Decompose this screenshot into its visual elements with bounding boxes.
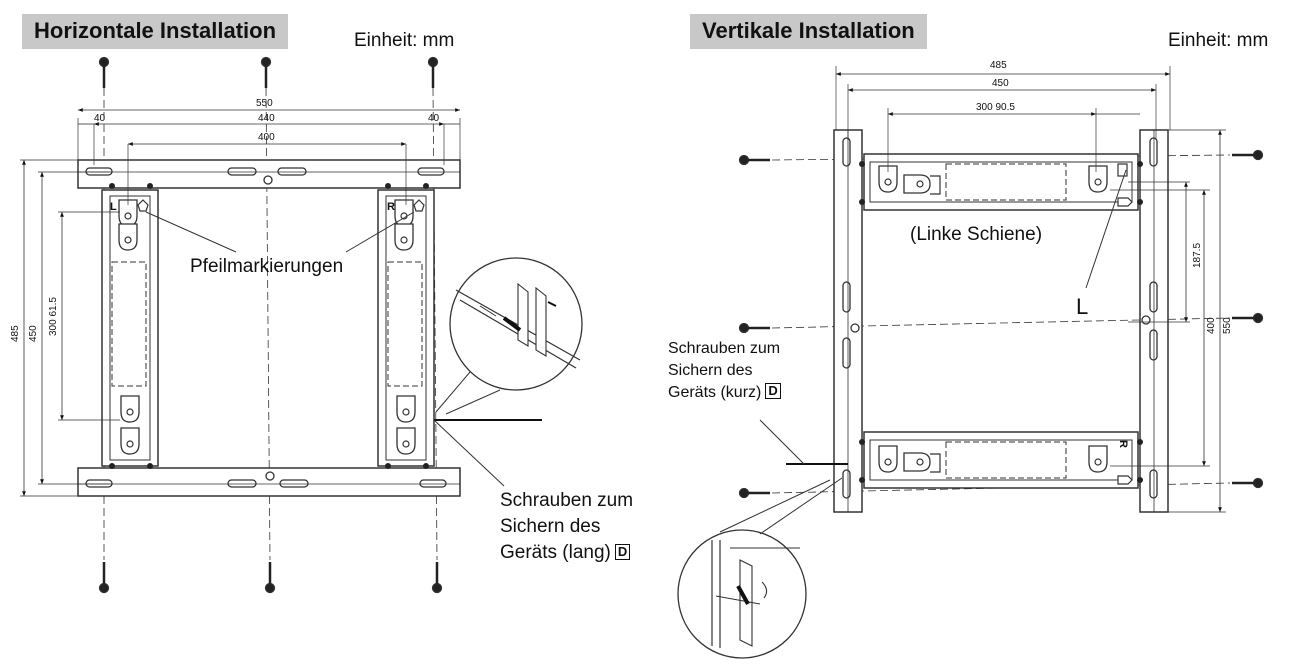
screws-short-line1: Schrauben zum [668, 340, 781, 357]
dim-450-v: 450 [992, 78, 1009, 89]
dim-400-v: 400 [1206, 317, 1217, 334]
dim-550: 550 [256, 98, 273, 109]
hook-icon [878, 445, 898, 473]
badge-d: D [765, 383, 781, 399]
vertical-title: Vertikale Installation [690, 14, 927, 49]
dim-40-right: 40 [428, 113, 440, 124]
screws-short-text: Geräts (kurz) [668, 384, 762, 401]
screw-icon [1230, 477, 1264, 489]
screw-icon [1230, 149, 1264, 161]
screws-long-label: Schrauben zum Sichern des Geräts (lang)D [500, 488, 633, 566]
dim-485-v: 485 [990, 60, 1007, 71]
screw-icon [738, 322, 772, 334]
dim-400: 400 [258, 132, 275, 143]
left-rail-label: (Linke Schiene) [910, 224, 1043, 245]
screw-icon [431, 560, 443, 594]
hook-icon [118, 223, 138, 251]
hook-icon [120, 395, 140, 423]
dim-187: 187.5 [1192, 243, 1203, 268]
hook-icon [1088, 445, 1108, 473]
screw-icon [260, 56, 272, 90]
rail-mark-r-v: R [1117, 440, 1129, 448]
screw-icon [98, 560, 110, 594]
dim-300-90: 300 90.5 [976, 102, 1015, 113]
vertical-diagram [677, 66, 1264, 659]
dim-450: 450 [28, 325, 39, 342]
hook-icon [903, 452, 931, 472]
arrow-mark-icon [1117, 475, 1133, 485]
hook-icon [396, 427, 416, 455]
arrow-mark-icon [1117, 197, 1133, 207]
screws-long-line2: Sichern des [500, 516, 601, 537]
badge-d: D [614, 544, 631, 560]
l-marker-label: L [1076, 294, 1089, 319]
horizontal-unit: Einheit: mm [354, 30, 455, 51]
screws-long-line3: Geräts (lang)D [500, 540, 633, 566]
dim-485: 485 [10, 325, 21, 342]
screw-icon [427, 56, 439, 90]
hook-icon [396, 395, 416, 423]
hook-icon [120, 427, 140, 455]
dim-300-61: 300 61.5 [48, 297, 59, 336]
hook-icon [1088, 165, 1108, 193]
horizontal-title: Horizontale Installation [22, 14, 289, 49]
screws-short-line3: Geräts (kurz)D [668, 382, 781, 404]
screws-long-text: Geräts (lang) [500, 542, 611, 563]
arrow-marks-label: Pfeilmarkierungen [190, 256, 344, 277]
horizontal-diagram [20, 56, 583, 594]
arrow-mark-icon [137, 199, 149, 212]
screws-short-label: Schrauben zum Sichern des Geräts (kurz)D [668, 338, 781, 404]
dim-440: 440 [258, 113, 275, 124]
screw-icon [264, 560, 276, 594]
screw-icon [98, 56, 110, 90]
screws-short-line2: Sichern des [668, 362, 753, 379]
arrow-mark-icon [413, 199, 425, 212]
screw-icon [1230, 312, 1264, 324]
hook-icon [394, 223, 414, 251]
screw-icon [738, 487, 772, 499]
vertical-unit: Einheit: mm [1168, 30, 1269, 51]
dim-550-v: 550 [1222, 317, 1233, 334]
hook-icon [903, 174, 931, 194]
rail-mark-l: L [110, 201, 117, 213]
screws-long-line1: Schrauben zum [500, 490, 634, 511]
dim-40-left: 40 [94, 113, 106, 124]
screw-icon [738, 154, 772, 166]
rail-mark-r: R [387, 201, 395, 213]
